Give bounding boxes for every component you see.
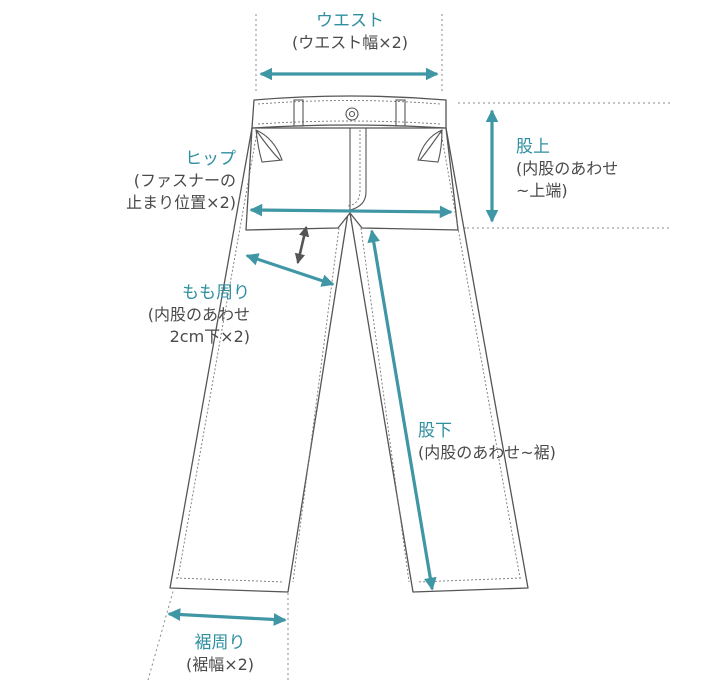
measurement-arrows bbox=[167, 67, 499, 626]
hip-title: ヒップ bbox=[185, 149, 236, 169]
waist-label: ウエスト (ウエスト幅×2) bbox=[255, 10, 445, 54]
thigh-title: もも周り bbox=[182, 283, 250, 303]
rise-note-line1: (内股のあわせ bbox=[516, 159, 619, 179]
thigh-label: もも周り (内股のあわせ 2cm下×2) bbox=[110, 282, 250, 347]
thigh-note-line2: 2cm下×2) bbox=[169, 326, 250, 346]
rise-label: 股上 (内股のあわせ ~上端) bbox=[516, 136, 618, 201]
hip-note-line2: 止まり位置×2) bbox=[126, 192, 236, 212]
inseam-title: 股下 bbox=[418, 421, 452, 441]
waist-note: (ウエスト幅×2) bbox=[291, 33, 409, 53]
inseam-note: (内股のあわせ~裾) bbox=[418, 443, 556, 463]
rise-title: 股上 bbox=[516, 137, 550, 157]
pants-waistband bbox=[251, 95, 447, 129]
hem-title: 裾周り bbox=[194, 633, 246, 653]
hip-note-line1: (ファスナーの bbox=[133, 171, 236, 191]
hem-arrow bbox=[167, 608, 287, 626]
hip-label: ヒップ (ファスナーの 止まり位置×2) bbox=[96, 148, 236, 213]
inseam-label: 股下 (内股のあわせ~裾) bbox=[418, 420, 556, 464]
rise-note-line2: ~上端) bbox=[516, 180, 568, 200]
inseam-arrow bbox=[367, 229, 437, 591]
waist-title: ウエスト bbox=[316, 11, 384, 31]
thigh-arrow bbox=[245, 253, 335, 287]
thigh-note-line1: (内股のあわせ bbox=[147, 305, 250, 325]
hem-note: (裾幅×2) bbox=[185, 655, 255, 675]
pants-details bbox=[255, 99, 443, 211]
hem-label: 裾周り (裾幅×2) bbox=[160, 632, 280, 676]
thigh-offset-arrow bbox=[294, 225, 310, 265]
hip-arrow bbox=[249, 203, 453, 219]
